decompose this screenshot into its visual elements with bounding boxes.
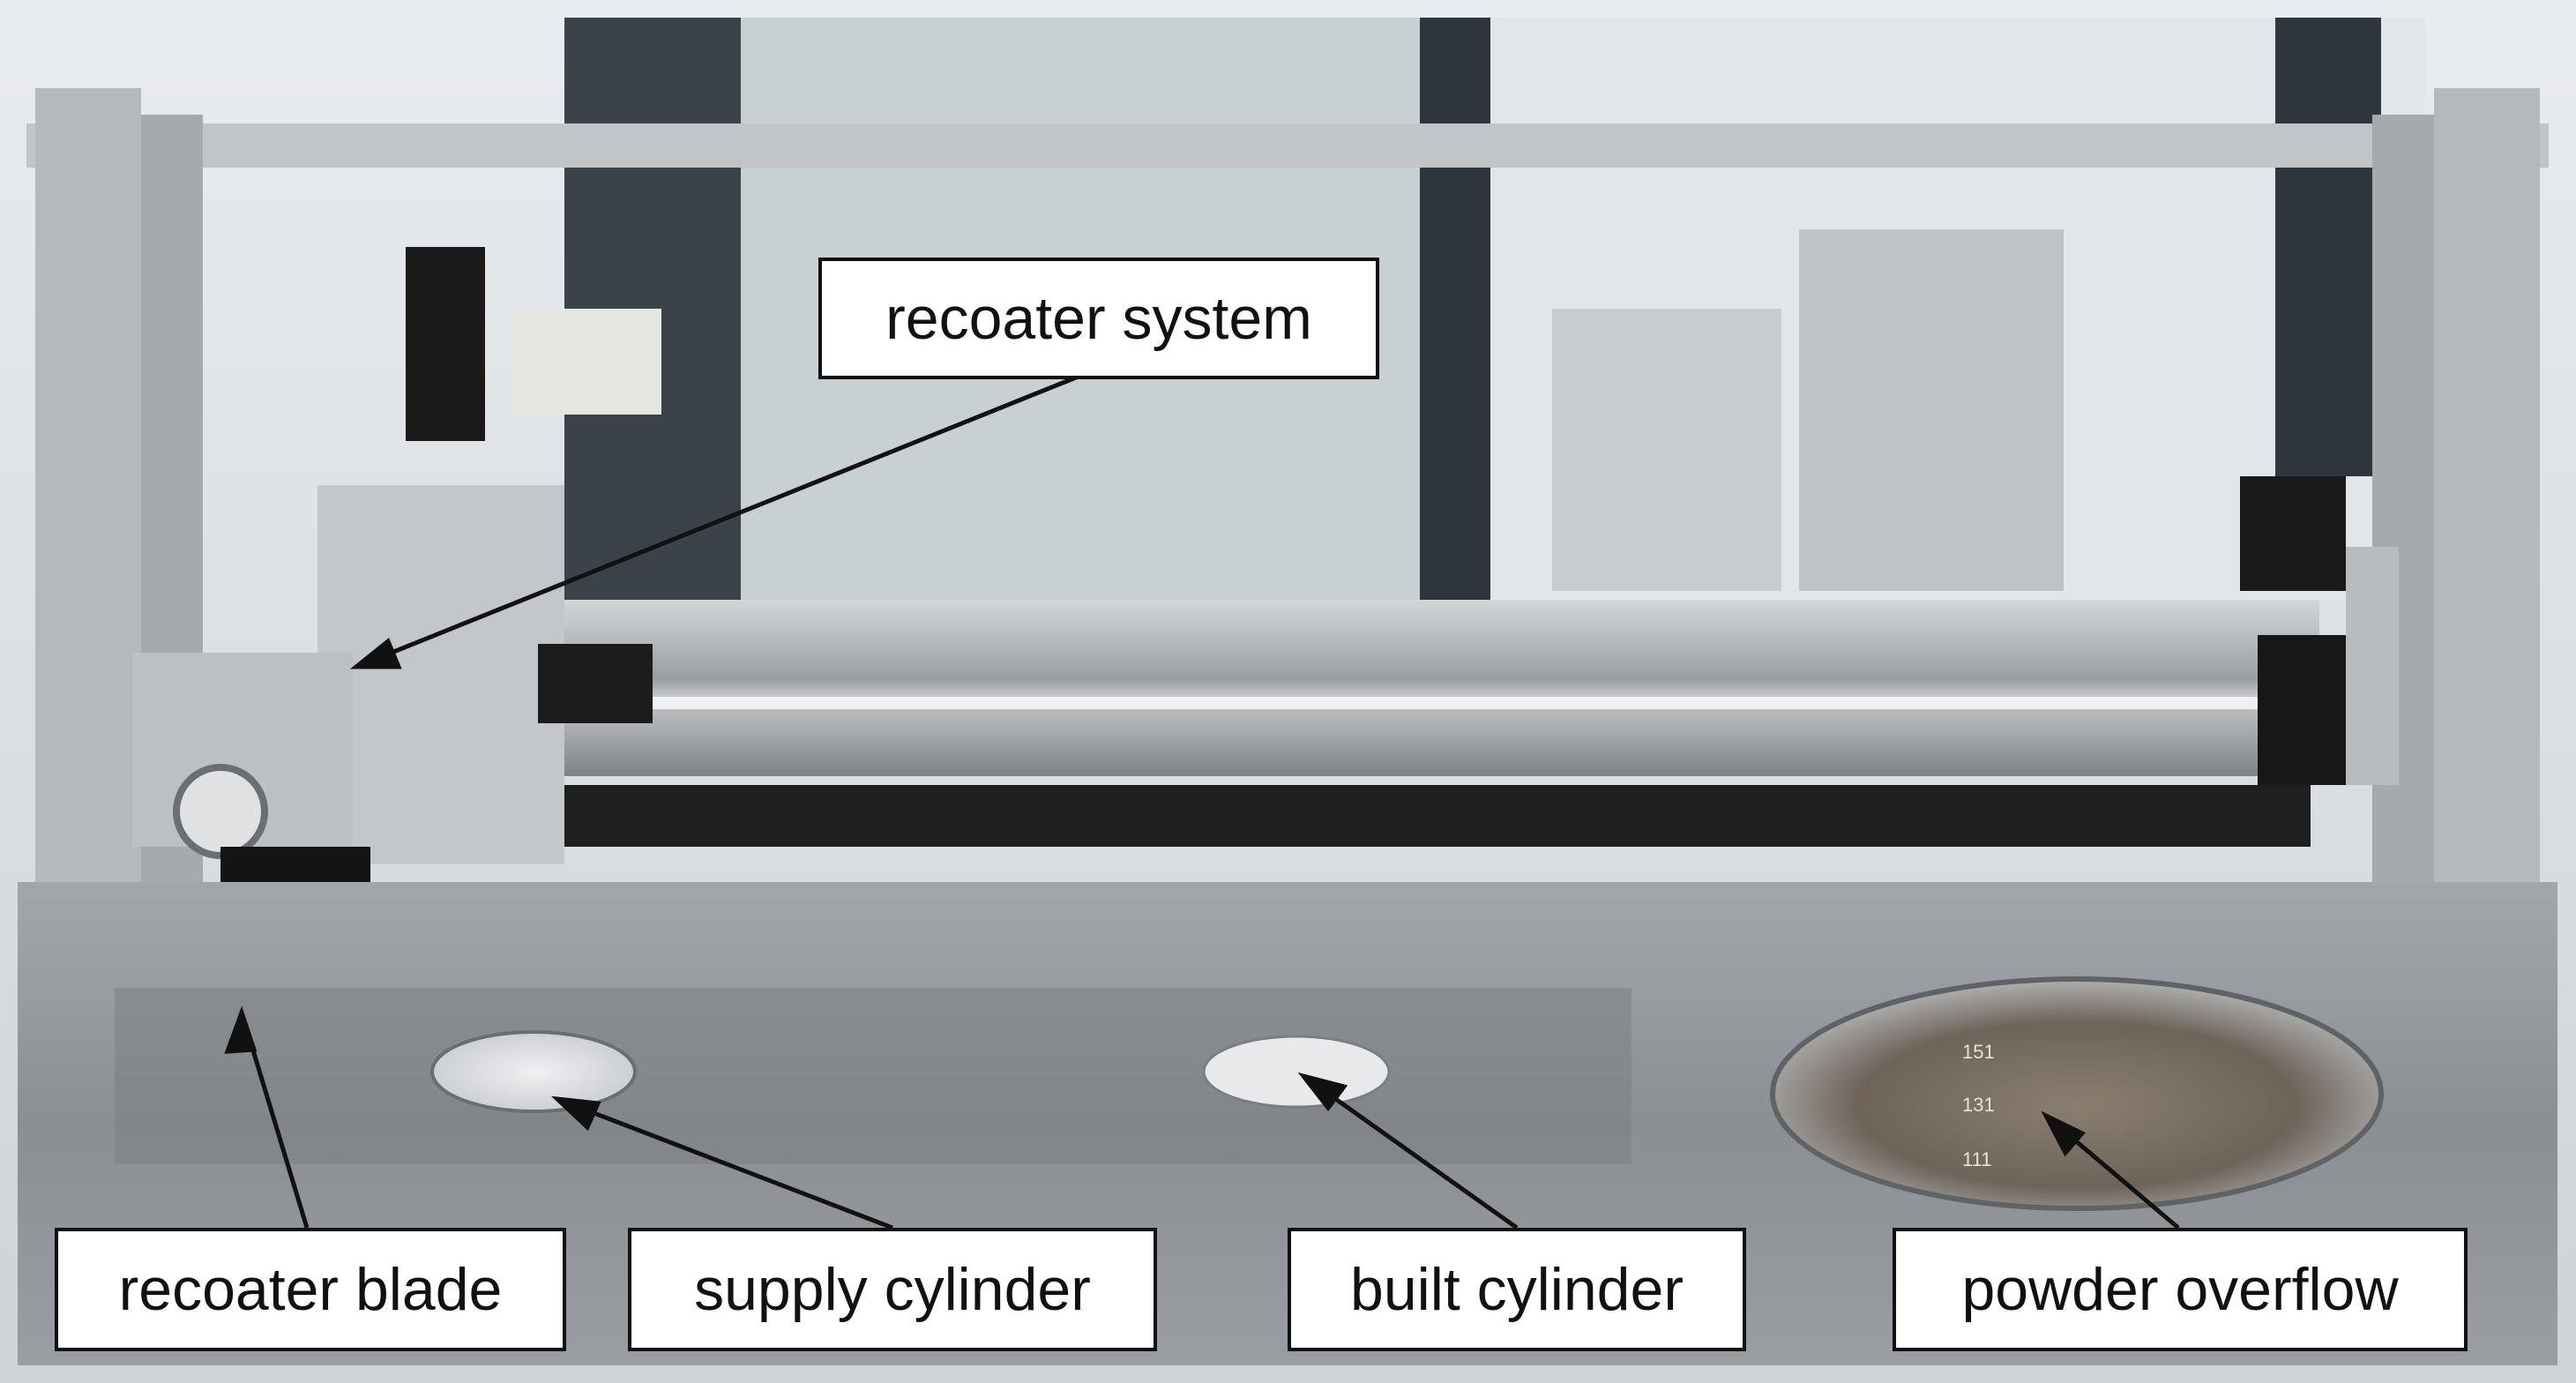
arrowhead-powder-overflow — [2041, 1110, 2087, 1157]
arrowhead-supply-cylinder — [550, 1095, 601, 1132]
label-built-cylinder-text: built cylinder — [1350, 1256, 1684, 1323]
bowl-marking-2: 131 — [1962, 1094, 1995, 1116]
frame-top-beam — [26, 123, 2549, 168]
tall-cabinet — [1799, 229, 2064, 591]
leader-supply-cylinder — [556, 1096, 893, 1230]
right-dark-panel — [2275, 18, 2381, 476]
right-motor — [2240, 476, 2346, 591]
right-bracket — [2346, 547, 2399, 785]
label-powder-overflow: powder overflow — [1893, 1228, 2468, 1351]
frame-left-post — [35, 88, 141, 900]
carriage-plate — [317, 485, 564, 864]
arrowhead-recoater-system — [349, 637, 402, 669]
rail-slot — [582, 697, 2293, 709]
bowl-marking-1: 151 — [1962, 1041, 1995, 1063]
label-built-cylinder: built cylinder — [1288, 1228, 1746, 1351]
label-recoater-blade: recoater blade — [55, 1228, 566, 1351]
arrowhead-built-cylinder — [1297, 1072, 1348, 1112]
drag-chain — [547, 785, 2311, 847]
powder-overflow-bowl — [1770, 976, 2384, 1211]
top-motor — [406, 247, 485, 441]
leader-built-cylinder — [1302, 1073, 1519, 1230]
supply-cylinder-disk — [430, 1030, 637, 1113]
window-dark — [1420, 18, 1490, 600]
bowl-marking-3: 111 — [1962, 1148, 1991, 1170]
built-cylinder-disk — [1202, 1035, 1391, 1109]
carriage-motor — [538, 644, 653, 723]
linear-rail — [556, 600, 2319, 776]
leader-recoater-system — [355, 368, 1094, 669]
arrowhead-recoater-blade — [224, 1005, 258, 1054]
locker-cabinet — [1552, 309, 1781, 591]
label-supply-cylinder-text: supply cylinder — [694, 1256, 1091, 1323]
spool — [511, 309, 661, 415]
frame-right-post — [2434, 88, 2540, 900]
label-powder-overflow-text: powder overflow — [1961, 1256, 2399, 1323]
label-recoater-system: recoater system — [818, 258, 1379, 379]
label-supply-cylinder: supply cylinder — [628, 1228, 1157, 1351]
blade-pivot — [173, 764, 268, 859]
recess-left — [115, 988, 1631, 1164]
right-end-block — [2258, 635, 2355, 785]
label-recoater-blade-text: recoater blade — [118, 1256, 503, 1323]
label-recoater-system-text: recoater system — [885, 285, 1312, 352]
